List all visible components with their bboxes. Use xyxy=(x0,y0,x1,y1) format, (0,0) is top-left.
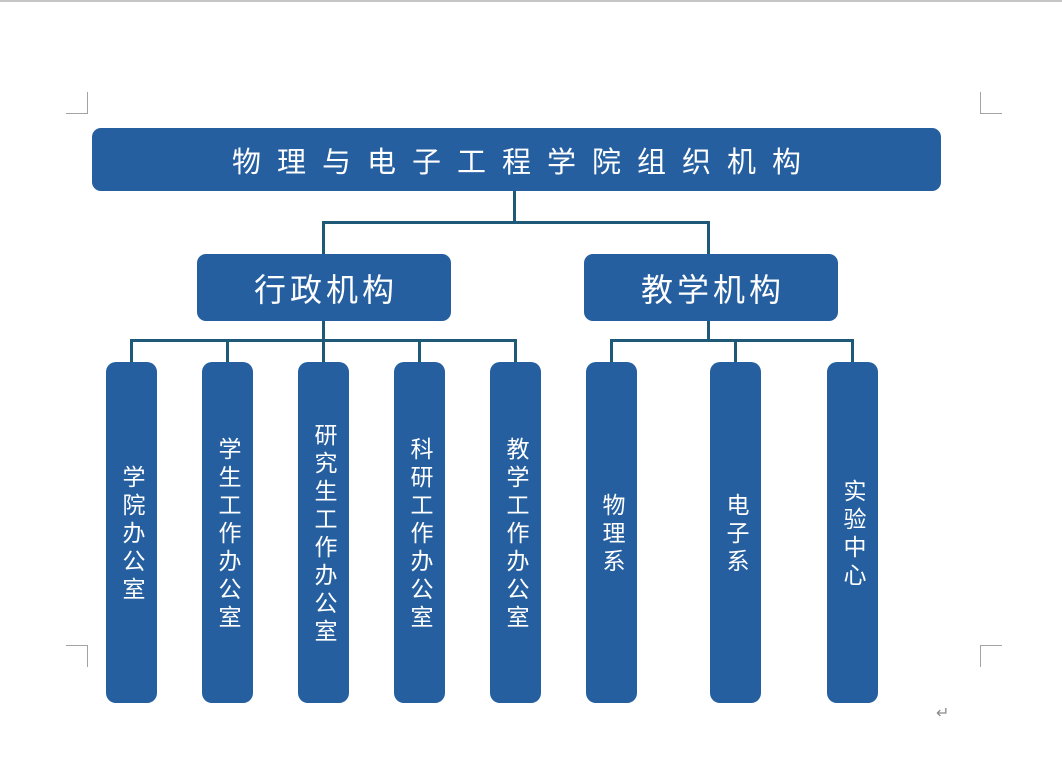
connector-admin-stem xyxy=(322,321,325,340)
connector-drop-electronics-dept xyxy=(734,339,737,362)
connector-drop-admin xyxy=(322,221,325,254)
node-label-physics-department: 物理系 xyxy=(599,493,625,577)
connector-drop-college-office xyxy=(130,339,133,362)
paragraph-mark: ↵ xyxy=(936,705,950,722)
node-student-affairs-office[interactable]: 学生工作办公室 xyxy=(202,362,253,703)
node-graduate-affairs-office[interactable]: 研究生工作办公室 xyxy=(298,362,349,703)
connector-drop-research-office xyxy=(418,339,421,362)
crop-mark-top-left xyxy=(66,92,88,114)
connector-teaching-bus xyxy=(610,339,854,342)
node-label-student-affairs-office: 学生工作办公室 xyxy=(215,437,241,633)
node-experiment-center[interactable]: 实验中心 xyxy=(827,362,878,703)
branch-box-administrative[interactable]: 行政机构 xyxy=(197,254,451,321)
connector-drop-graduate-office xyxy=(322,339,325,362)
connector-teaching-stem xyxy=(707,321,710,340)
node-label-graduate-affairs-office: 研究生工作办公室 xyxy=(311,423,337,647)
branch-box-teaching[interactable]: 教学机构 xyxy=(584,254,838,321)
connector-drop-teaching-office xyxy=(514,339,517,362)
crop-mark-bottom-right xyxy=(980,645,1002,667)
node-label-experiment-center: 实验中心 xyxy=(840,479,866,591)
connector-top-bus xyxy=(322,221,710,224)
connector-drop-teaching xyxy=(707,221,710,254)
org-chart-title-box[interactable]: 物理与电子工程学院组织机构 xyxy=(92,128,941,191)
node-physics-department[interactable]: 物理系 xyxy=(586,362,637,703)
connector-drop-experiment-center xyxy=(851,339,854,362)
branch-label-teaching: 教学机构 xyxy=(640,271,785,308)
page-top-border xyxy=(0,0,1062,2)
node-electronics-department[interactable]: 电子系 xyxy=(710,362,761,703)
connector-drop-student-office xyxy=(226,339,229,362)
node-label-college-office: 学院办公室 xyxy=(119,465,145,605)
node-label-electronics-department: 电子系 xyxy=(723,493,749,577)
node-label-research-affairs-office: 科研工作办公室 xyxy=(407,437,433,633)
node-research-affairs-office[interactable]: 科研工作办公室 xyxy=(394,362,445,703)
connector-drop-physics-dept xyxy=(610,339,613,362)
org-chart-title: 物理与电子工程学院组织机构 xyxy=(231,146,817,179)
connector-title-stem xyxy=(513,191,516,221)
node-label-teaching-affairs-office: 教学工作办公室 xyxy=(503,437,529,633)
crop-mark-top-right xyxy=(980,92,1002,114)
branch-label-administrative: 行政机构 xyxy=(253,271,398,308)
node-teaching-affairs-office[interactable]: 教学工作办公室 xyxy=(490,362,541,703)
node-college-office[interactable]: 学院办公室 xyxy=(106,362,157,703)
crop-mark-bottom-left xyxy=(66,645,88,667)
